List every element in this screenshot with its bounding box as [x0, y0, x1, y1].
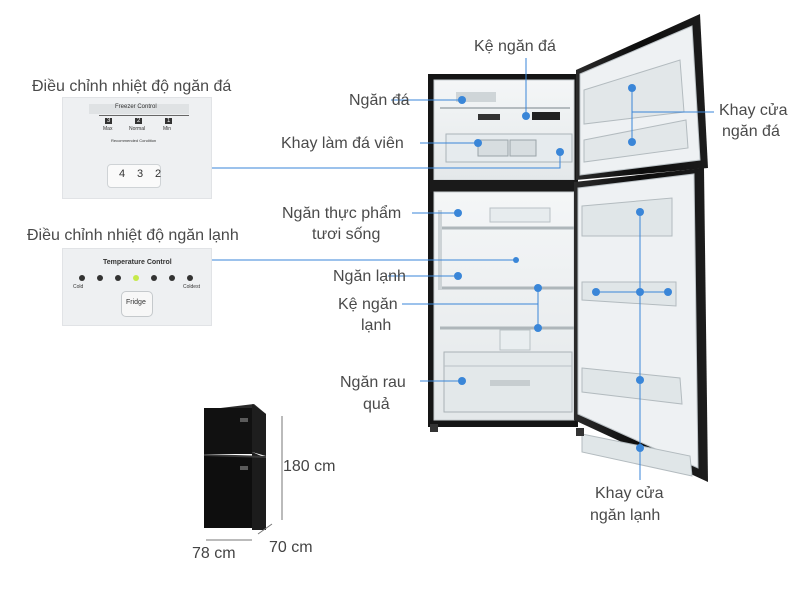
freezer-control-caption: Điều chỉnh nhiệt độ ngăn đá: [32, 78, 232, 95]
freezer-level-min: Min: [163, 126, 172, 132]
dimension-width: 78 cm: [192, 545, 236, 562]
label-khay-lam-da-vien: Khay làm đá viên: [281, 135, 404, 152]
freezer-control-panel: Freezer Control 3 2 1 Max Normal Min Rec…: [62, 97, 212, 199]
freezer-door: [576, 14, 708, 180]
label-ke-ngan-lanh-line2: lạnh: [361, 317, 392, 334]
fridge-control-title: Temperature Control: [103, 259, 172, 266]
label-ngan-thuc-pham-line2: tươi sống: [312, 226, 381, 243]
temperature-led-1: [79, 275, 85, 281]
freezer-level-normal: Normal: [129, 126, 146, 132]
leader-dots: [454, 84, 672, 452]
label-ke-ngan-lanh-line1: Kệ ngăn: [338, 296, 398, 313]
fridge-control-caption: Điều chỉnh nhiệt độ ngăn lạnh: [27, 227, 239, 244]
freezer-level-num-max: 3: [105, 118, 113, 124]
ice-tray: [445, 133, 573, 163]
fridge-cold-label: Cold: [73, 284, 84, 290]
freezer-compartment: [433, 79, 575, 181]
label-khay-cua-ngan-da-line2: ngăn đá: [722, 123, 780, 140]
fridge-button[interactable]: [121, 291, 153, 317]
label-ngan-thuc-pham-line1: Ngăn thực phẩm: [282, 205, 402, 222]
fridge-body: [428, 74, 578, 432]
temperature-led-3: [115, 275, 121, 281]
label-ke-ngan-da: Kệ ngăn đá: [474, 38, 556, 55]
fridge-coldest-label: Coldest: [183, 284, 200, 290]
temperature-led-4: [133, 275, 139, 281]
dimension-depth: 70 cm: [269, 539, 313, 556]
freezer-level-max: Max: [103, 126, 113, 132]
fridge-led-row: [77, 273, 207, 283]
freezer-digit-3: 2: [155, 168, 162, 180]
temperature-led-2: [97, 275, 103, 281]
freezer-level-num-min: 1: [165, 118, 173, 124]
freezer-control-title: Freezer Control: [115, 104, 157, 110]
temperature-led-7: [187, 275, 193, 281]
leader-lines: [210, 58, 714, 480]
label-ngan-rau-line2: quả: [363, 396, 390, 413]
label-khay-cua-ngan-lanh-line1: Khay cửa: [595, 485, 664, 502]
freezer-digit-2: 3: [137, 168, 144, 180]
label-ngan-da: Ngăn đá: [349, 92, 410, 109]
label-ngan-lanh: Ngăn lạnh: [333, 268, 406, 285]
freezer-digit-1: 4: [119, 168, 126, 180]
fridge-control-panel: Temperature Control Cold Coldest Fridge: [62, 248, 212, 326]
label-khay-cua-ngan-lanh-line2: ngăn lạnh: [590, 507, 661, 524]
closed-fridge-thumbnail: [203, 404, 283, 541]
temperature-led-5: [151, 275, 157, 281]
freezer-level-num-normal: 2: [135, 118, 143, 124]
temperature-led-6: [169, 275, 175, 281]
freezer-temp-display: [107, 164, 161, 188]
fridge-button-label: Fridge: [126, 299, 146, 306]
label-khay-cua-ngan-da-line1: Khay cửa: [719, 102, 788, 119]
freezer-recommended: Recommended Condition: [111, 138, 157, 143]
label-ngan-rau-line1: Ngăn rau: [340, 374, 406, 391]
dimension-height: 180 cm: [283, 458, 336, 475]
fridge-door: [574, 168, 708, 482]
